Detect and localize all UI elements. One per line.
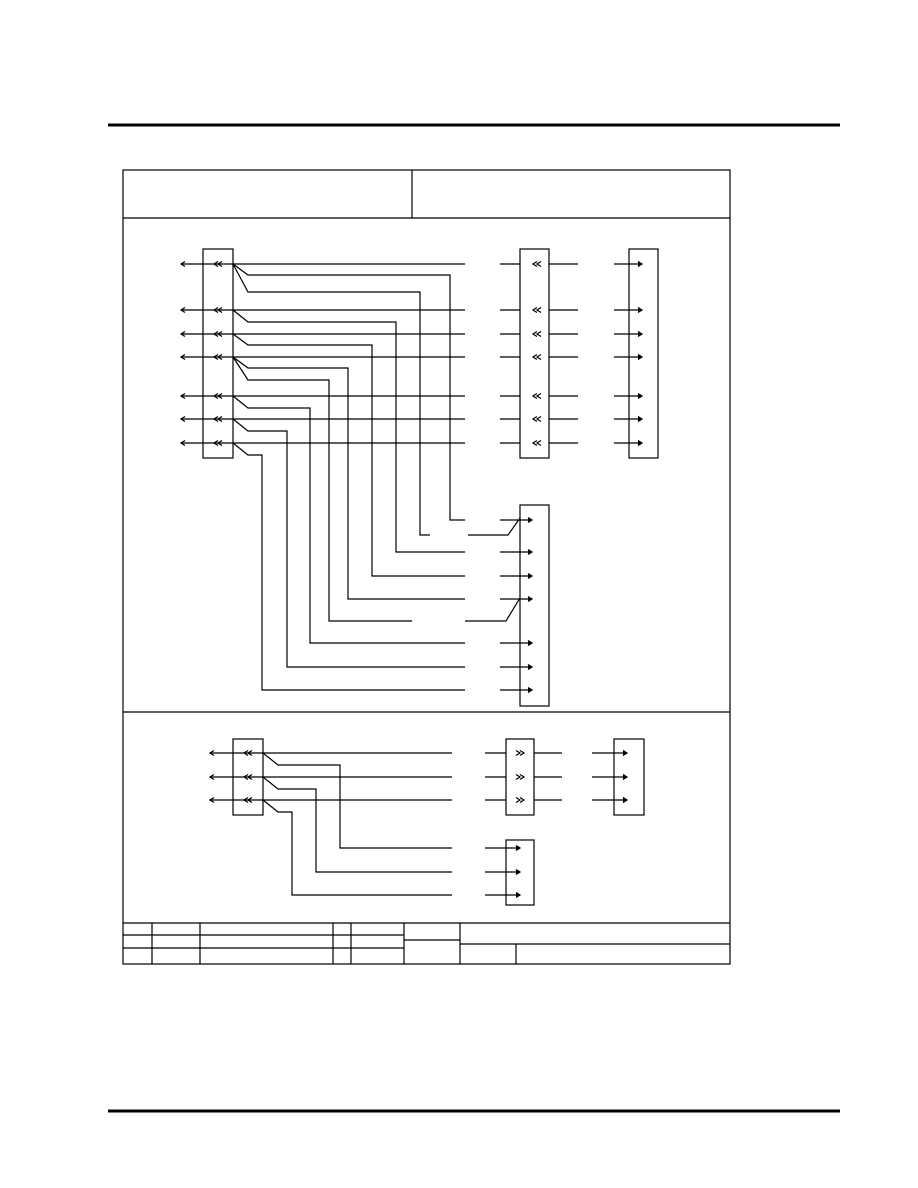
upper-through-wires bbox=[233, 263, 520, 444]
lower-branch-pins bbox=[485, 844, 522, 899]
lower-through-wires bbox=[263, 752, 506, 801]
upper-branch-connector bbox=[519, 504, 550, 707]
upper-end-pins bbox=[614, 260, 644, 447]
lower-end-pins bbox=[592, 749, 629, 804]
upper-mating-pins bbox=[531, 260, 578, 447]
upper-branch-wires bbox=[232, 263, 465, 691]
lower-mating-pins bbox=[515, 749, 562, 804]
upper-harness-section bbox=[179, 248, 659, 707]
lower-main-pins bbox=[208, 749, 263, 804]
revision-block bbox=[123, 922, 730, 964]
upper-main-connector bbox=[202, 248, 234, 459]
upper-end-connector bbox=[628, 248, 659, 459]
lower-branch-wires bbox=[262, 752, 452, 896]
drawing-frame bbox=[122, 169, 731, 965]
lower-harness-section bbox=[208, 738, 645, 906]
upper-mating-connector bbox=[519, 248, 550, 459]
upper-main-pins bbox=[179, 260, 233, 447]
upper-branch-pins bbox=[465, 516, 534, 694]
